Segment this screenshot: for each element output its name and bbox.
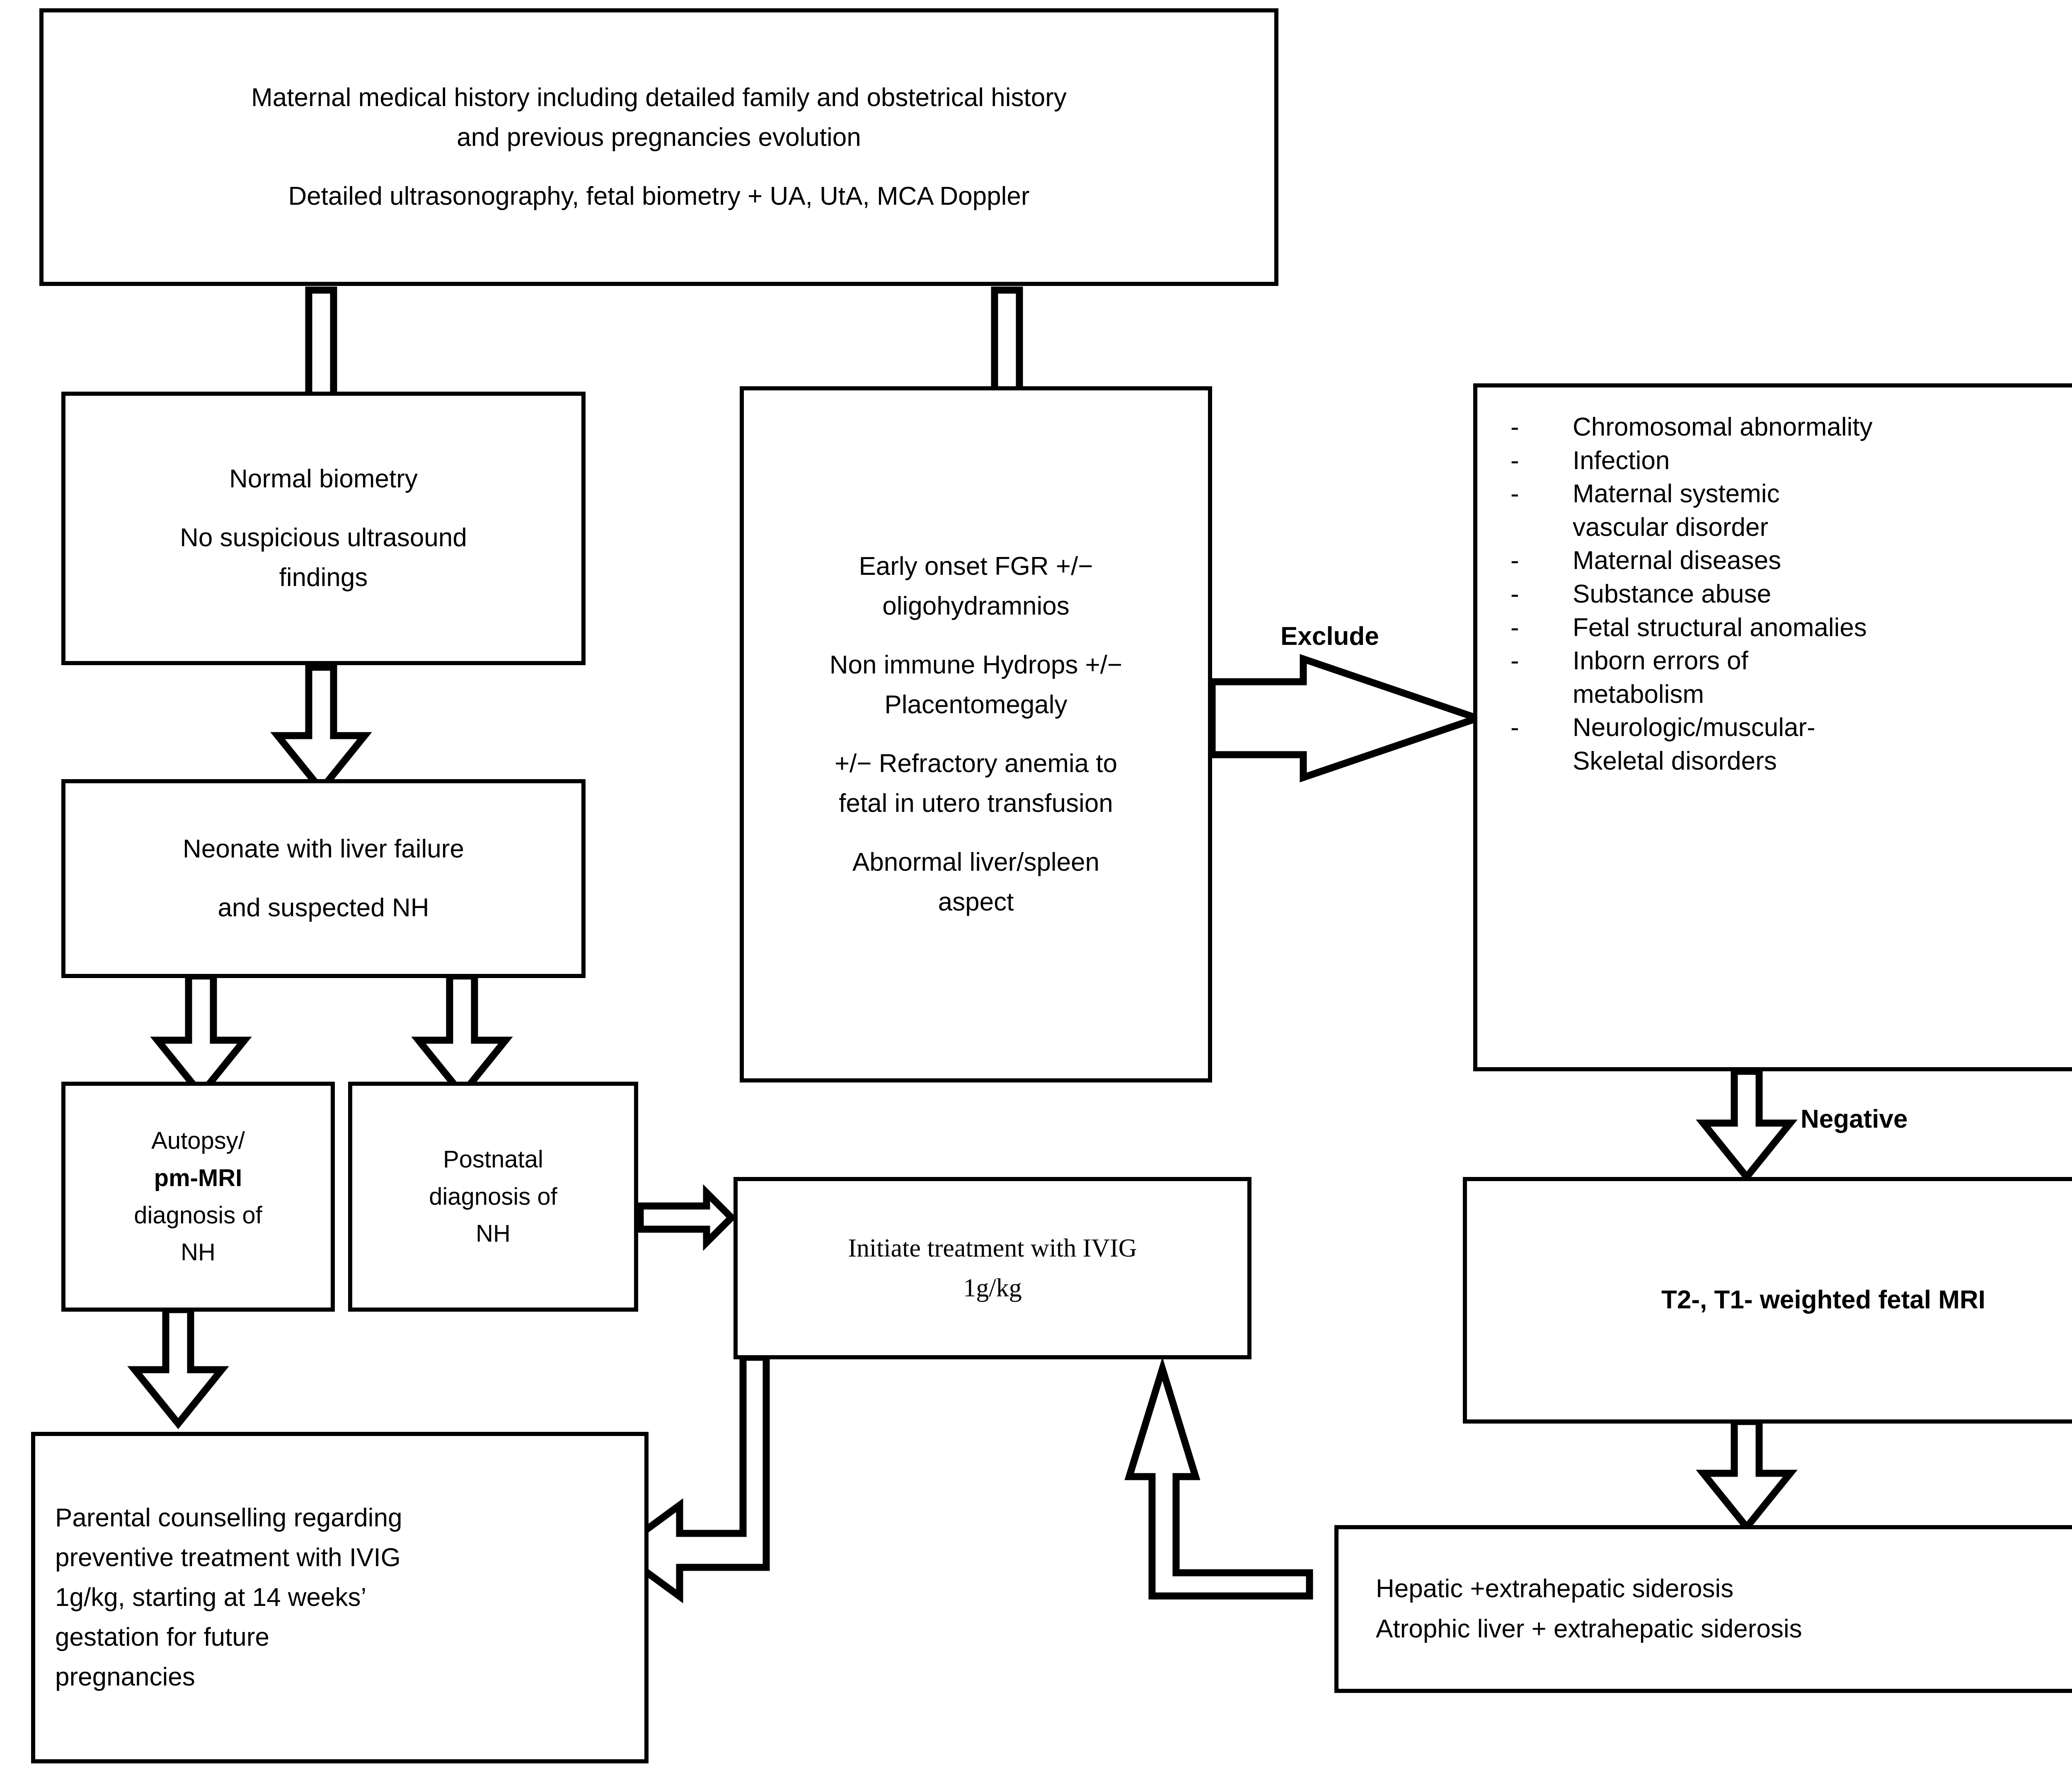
ivig-line2: 1g/kg <box>963 1274 1022 1302</box>
arrow-down-to-postnatal <box>411 972 513 1100</box>
arrow-postnatal-to-ivig <box>637 1184 737 1251</box>
exclusion-list-item-label: Neurologic/muscular-Skeletal disorders <box>1573 713 1815 775</box>
bullet-dash-icon: - <box>1510 579 1519 608</box>
counselling-line2: preventive treatment with IVIG <box>55 1543 401 1572</box>
bullet-dash-icon: - <box>1510 647 1519 676</box>
exclusion-list-item-label: Maternal diseases <box>1573 546 1782 575</box>
bullet-dash-icon: - <box>1510 613 1519 642</box>
bullet-dash-icon: - <box>1510 413 1519 441</box>
exclusion-list-item-label: Substance abuse <box>1573 579 1772 608</box>
arrow-down-to-neonate <box>270 664 372 795</box>
maternal-history-line1: Maternal medical history including detai… <box>251 83 1067 112</box>
node-postnatal-diagnosis: Postnatal diagnosis of NH <box>348 1082 638 1312</box>
neonate-line1: Neonate with liver failure <box>183 834 464 863</box>
exclusion-list-item: - Substance abuse <box>1510 578 2062 611</box>
edge-label-negative: Negative <box>1801 1105 1908 1133</box>
bullet-dash-icon: - <box>1510 446 1519 475</box>
bullet-dash-icon: - <box>1510 713 1519 742</box>
exclusion-list-item-label: Infection <box>1573 446 1670 475</box>
exclusion-list-item: - Maternal diseases <box>1510 544 2062 578</box>
early-onset-line8: aspect <box>938 888 1014 917</box>
siderosis-line1: Hepatic +extrahepatic siderosis <box>1376 1574 1734 1603</box>
exclusion-list-item-label: Chromosomal abnormality <box>1573 413 1873 441</box>
arrow-exclude <box>1208 654 1489 782</box>
arrow-down-to-parental-counselling <box>127 1306 229 1429</box>
arrow-siderosis-to-ivig <box>1124 1357 1313 1600</box>
maternal-history-line2: and previous pregnancies evolution <box>457 123 861 152</box>
node-parental-counselling: Parental counselling regarding preventiv… <box>31 1432 649 1763</box>
node-fetal-mri: T2-, T1- weighted fetal MRI <box>1463 1177 2072 1424</box>
exclusion-list-item-label: Fetal structural anomalies <box>1573 613 1867 642</box>
maternal-history-line3: Detailed ultrasonography, fetal biometry… <box>288 182 1030 211</box>
normal-biometry-line1: Normal biometry <box>229 464 418 493</box>
autopsy-line3: diagnosis of <box>134 1201 262 1229</box>
fetal-mri-line1: T2-, T1- weighted fetal MRI <box>1661 1286 1985 1315</box>
counselling-line5: pregnancies <box>55 1663 195 1692</box>
bullet-dash-icon: - <box>1510 546 1519 575</box>
postnatal-line3: NH <box>476 1220 511 1247</box>
edge-label-exclude: Exclude <box>1280 622 1379 651</box>
node-maternal-history: Maternal medical history including detai… <box>39 8 1278 286</box>
counselling-line4: gestation for future <box>55 1623 269 1652</box>
exclusion-list-item: - Infection <box>1510 444 2062 478</box>
early-onset-line5: +/− Refractory anemia to <box>834 749 1118 778</box>
node-early-onset-fgr: Early onset FGR +/− oligohydramnios Non … <box>740 386 1212 1082</box>
node-exclusion-list: - Chromosomal abnormality - Infection - Mater… <box>1473 383 2072 1071</box>
node-siderosis: Hepatic +extrahepatic siderosis Atrophic… <box>1334 1525 2072 1693</box>
postnatal-line1: Postnatal <box>443 1145 543 1173</box>
early-onset-line1: Early onset FGR +/− <box>859 552 1093 581</box>
autopsy-line4: NH <box>181 1239 215 1266</box>
counselling-line3: 1g/kg, starting at 14 weeks’ <box>55 1583 367 1612</box>
arrow-down-to-siderosis <box>1696 1418 1798 1533</box>
early-onset-line3: Non immune Hydrops +/− <box>829 650 1123 679</box>
node-autopsy-pm-mri: Autopsy/ pm-MRI diagnosis of NH <box>61 1082 335 1312</box>
early-onset-line4: Placentomegaly <box>884 690 1067 719</box>
arrow-negative <box>1696 1068 1798 1183</box>
exclusion-list-item: - Fetal structural anomalies <box>1510 611 2062 645</box>
arrow-down-to-autopsy <box>150 972 252 1100</box>
normal-biometry-line2: No suspicious ultrasound <box>180 523 467 552</box>
early-onset-line2: oligohydramnios <box>882 591 1070 620</box>
exclusion-list-item: - Neurologic/muscular-Skeletal disorders <box>1510 711 2062 778</box>
early-onset-line7: Abnormal liver/spleen <box>852 848 1100 877</box>
neonate-line2: and suspected NH <box>218 894 429 922</box>
node-initiate-ivig: Initiate treatment with IVIG 1g/kg <box>733 1177 1251 1359</box>
early-onset-line6: fetal in utero transfusion <box>839 789 1113 818</box>
node-neonate-liver-failure: Neonate with liver failure and suspected… <box>61 779 586 978</box>
siderosis-line2: Atrophic liver + extrahepatic siderosis <box>1376 1614 1802 1643</box>
node-normal-biometry: Normal biometry No suspicious ultrasound… <box>61 392 586 665</box>
autopsy-line1: Autopsy/ <box>151 1127 245 1154</box>
counselling-line1: Parental counselling regarding <box>55 1503 402 1532</box>
autopsy-line2-bold: pm-MRI <box>154 1164 242 1191</box>
postnatal-line2: diagnosis of <box>429 1183 557 1210</box>
normal-biometry-line3: findings <box>279 563 368 592</box>
exclusion-list-body: - Chromosomal abnormality - Infection - Mater… <box>1510 411 2062 778</box>
bullet-dash-icon: - <box>1510 479 1519 509</box>
exclusion-list-item: - Chromosomal abnormality <box>1510 411 2062 444</box>
ivig-line1: Initiate treatment with IVIG <box>848 1234 1137 1262</box>
